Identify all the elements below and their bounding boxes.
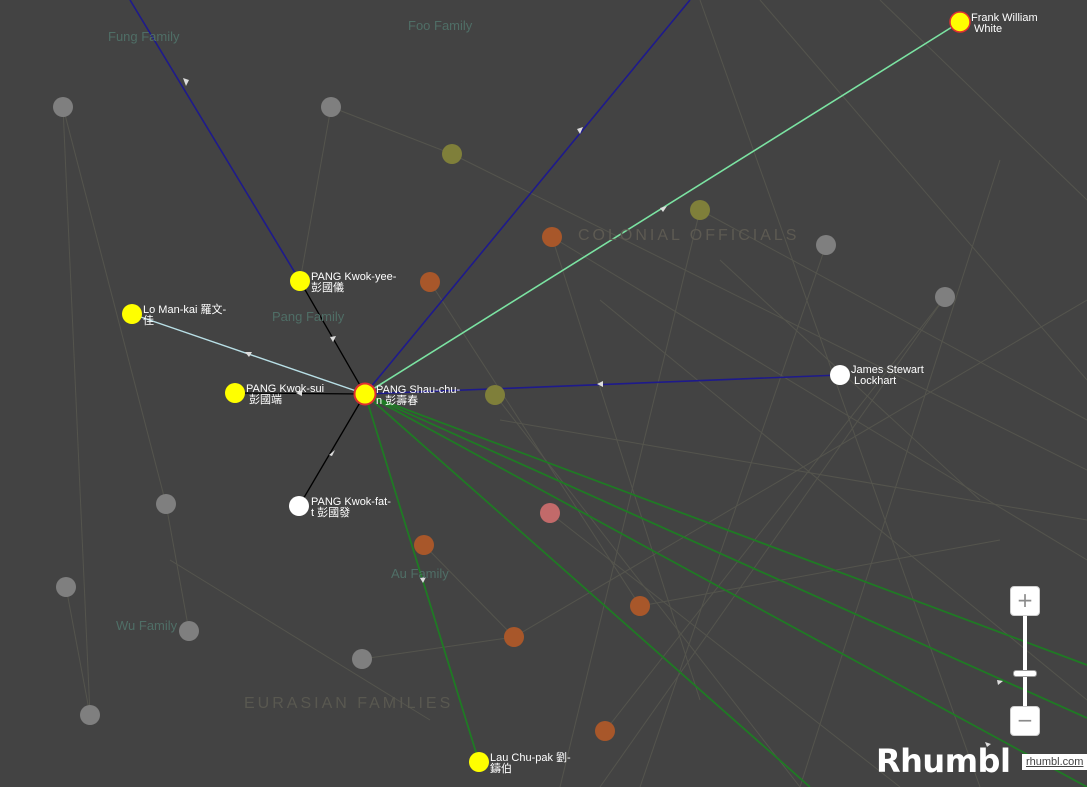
graph-node bbox=[53, 97, 73, 117]
node-james-lockhart bbox=[830, 365, 850, 385]
graph-node bbox=[485, 385, 505, 405]
group-label-colonial-officials: COLONIAL OFFICIALS bbox=[578, 227, 799, 244]
graph-node bbox=[80, 705, 100, 725]
node-pang-kwok-sui bbox=[225, 383, 245, 403]
label-pang-kwok-fat: PANG Kwok-fat- t 彭國發 bbox=[311, 496, 394, 519]
node-labels: Frank William White PANG Kwok-yee- 彭國儀 L… bbox=[143, 12, 1041, 775]
zoom-in-button[interactable]: + bbox=[1010, 586, 1040, 616]
node-pang-kwok-yee bbox=[290, 271, 310, 291]
edge-green-2 bbox=[364, 393, 1087, 787]
arrow-icon bbox=[420, 577, 426, 583]
graph-node bbox=[690, 200, 710, 220]
node-pang-shau-chun bbox=[353, 382, 377, 406]
graph-node bbox=[414, 535, 434, 555]
edge-shau-chun-up bbox=[364, 0, 691, 395]
family-label-au: Au Family bbox=[391, 566, 449, 581]
family-label-wu: Wu Family bbox=[116, 618, 178, 633]
zoom-slider-track[interactable] bbox=[1023, 616, 1027, 706]
label-pang-kwok-yee: PANG Kwok-yee- 彭國儀 bbox=[311, 271, 399, 294]
graph-node bbox=[321, 97, 341, 117]
graph-node bbox=[540, 503, 560, 523]
edge-kwok-fat bbox=[298, 393, 366, 507]
edge-green-3 bbox=[364, 393, 1087, 719]
cluster-labels: COLONIAL OFFICIALS EURASIAN FAMILIES Fun… bbox=[108, 18, 799, 712]
zoom-control: + − bbox=[1008, 586, 1042, 740]
node-pang-kwok-fat bbox=[289, 496, 309, 516]
graph-node bbox=[816, 235, 836, 255]
graph-node bbox=[179, 621, 199, 641]
node-frank-white bbox=[949, 11, 971, 33]
graph-node bbox=[595, 721, 615, 741]
graph-node bbox=[630, 596, 650, 616]
family-label-pang: Pang Family bbox=[272, 309, 345, 324]
graph-node bbox=[420, 272, 440, 292]
arrow-icon bbox=[183, 78, 189, 86]
arrow-icon bbox=[660, 206, 667, 212]
label-lo-man-kai: Lo Man-kai 羅文- 佳 bbox=[143, 302, 229, 327]
graph-node bbox=[542, 227, 562, 247]
group-label-eurasian-families: EURASIAN FAMILIES bbox=[244, 695, 453, 712]
graph-node bbox=[156, 494, 176, 514]
graph-node bbox=[935, 287, 955, 307]
label-pang-shau-chun: PANG Shau-chu- n 彭壽春 bbox=[376, 384, 463, 407]
graph-node bbox=[352, 649, 372, 669]
node-lo-man-kai bbox=[122, 304, 142, 324]
arrow-icon bbox=[296, 390, 302, 396]
arrow-icon bbox=[329, 450, 335, 456]
family-label-fung: Fung Family bbox=[108, 29, 180, 44]
edge-green-1 bbox=[364, 393, 811, 787]
brand-logo: Rhumbl bbox=[876, 742, 1011, 780]
label-james-lockhart: James Stewart Lockhart bbox=[851, 364, 927, 387]
zoom-out-button[interactable]: − bbox=[1010, 706, 1040, 736]
arrow-icon bbox=[330, 336, 336, 342]
family-label-foo: Foo Family bbox=[408, 18, 473, 33]
edge-arrows bbox=[183, 78, 1003, 747]
edge-green-4 bbox=[364, 393, 1087, 666]
graph-node bbox=[442, 144, 462, 164]
highlighted-edges bbox=[129, 0, 1087, 787]
background-edges bbox=[62, 0, 1087, 787]
arrow-icon bbox=[597, 381, 603, 387]
highlighted-nodes[interactable] bbox=[122, 11, 971, 772]
brand-link[interactable]: rhumbl.com bbox=[1022, 754, 1087, 770]
background-nodes[interactable] bbox=[53, 97, 955, 741]
edge-kwok-yee-parent bbox=[129, 0, 301, 282]
arrow-icon bbox=[577, 127, 583, 134]
graph-node bbox=[504, 627, 524, 647]
arrow-icon bbox=[985, 742, 991, 747]
label-frank-white: Frank William White bbox=[971, 12, 1041, 35]
label-lau-chu-pak: Lau Chu-pak 劉- 鑄伯 bbox=[490, 750, 574, 775]
zoom-slider-handle[interactable] bbox=[1013, 670, 1037, 677]
node-lau-chu-pak bbox=[469, 752, 489, 772]
arrow-icon bbox=[997, 680, 1003, 685]
arrow-icon bbox=[245, 352, 252, 357]
graph-node bbox=[56, 577, 76, 597]
label-pang-kwok-sui: PANG Kwok-sui 彭國端 bbox=[246, 383, 327, 406]
